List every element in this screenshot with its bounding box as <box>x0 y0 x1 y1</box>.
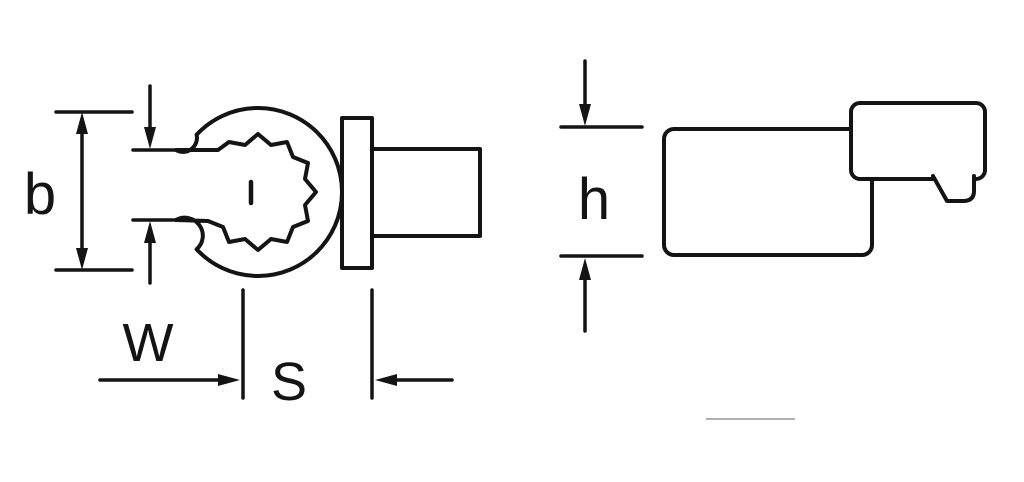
arrowhead-up-icon <box>579 258 591 280</box>
arrowhead-up-icon <box>144 221 156 243</box>
insert-end-plate <box>340 116 374 270</box>
front-view <box>174 106 482 278</box>
dimension-h: h <box>559 59 644 333</box>
dimension-b: b <box>24 110 134 272</box>
arrowhead-down-icon <box>76 248 88 270</box>
dimension-label-w: W <box>123 313 174 373</box>
dimension-label-s: S <box>271 352 307 412</box>
ring-head-outline <box>174 106 344 278</box>
arrowhead-up-icon <box>76 112 88 134</box>
arrowhead-down-icon <box>144 127 156 149</box>
arrowhead-right-icon <box>218 374 240 386</box>
side-view-body <box>662 127 874 257</box>
arrowhead-left-icon <box>375 374 397 386</box>
arrowhead-down-icon <box>579 104 591 126</box>
dimension-s: S <box>271 288 454 412</box>
dimension-label-b: b <box>24 162 56 227</box>
side-view <box>662 101 987 257</box>
drive-tab <box>931 174 976 203</box>
dimension-w: W <box>98 288 245 400</box>
side-view-head <box>849 101 987 181</box>
dimension-label-h: h <box>578 167 610 232</box>
insert-tang <box>370 147 482 238</box>
dimension-jaw-opening <box>131 84 179 285</box>
